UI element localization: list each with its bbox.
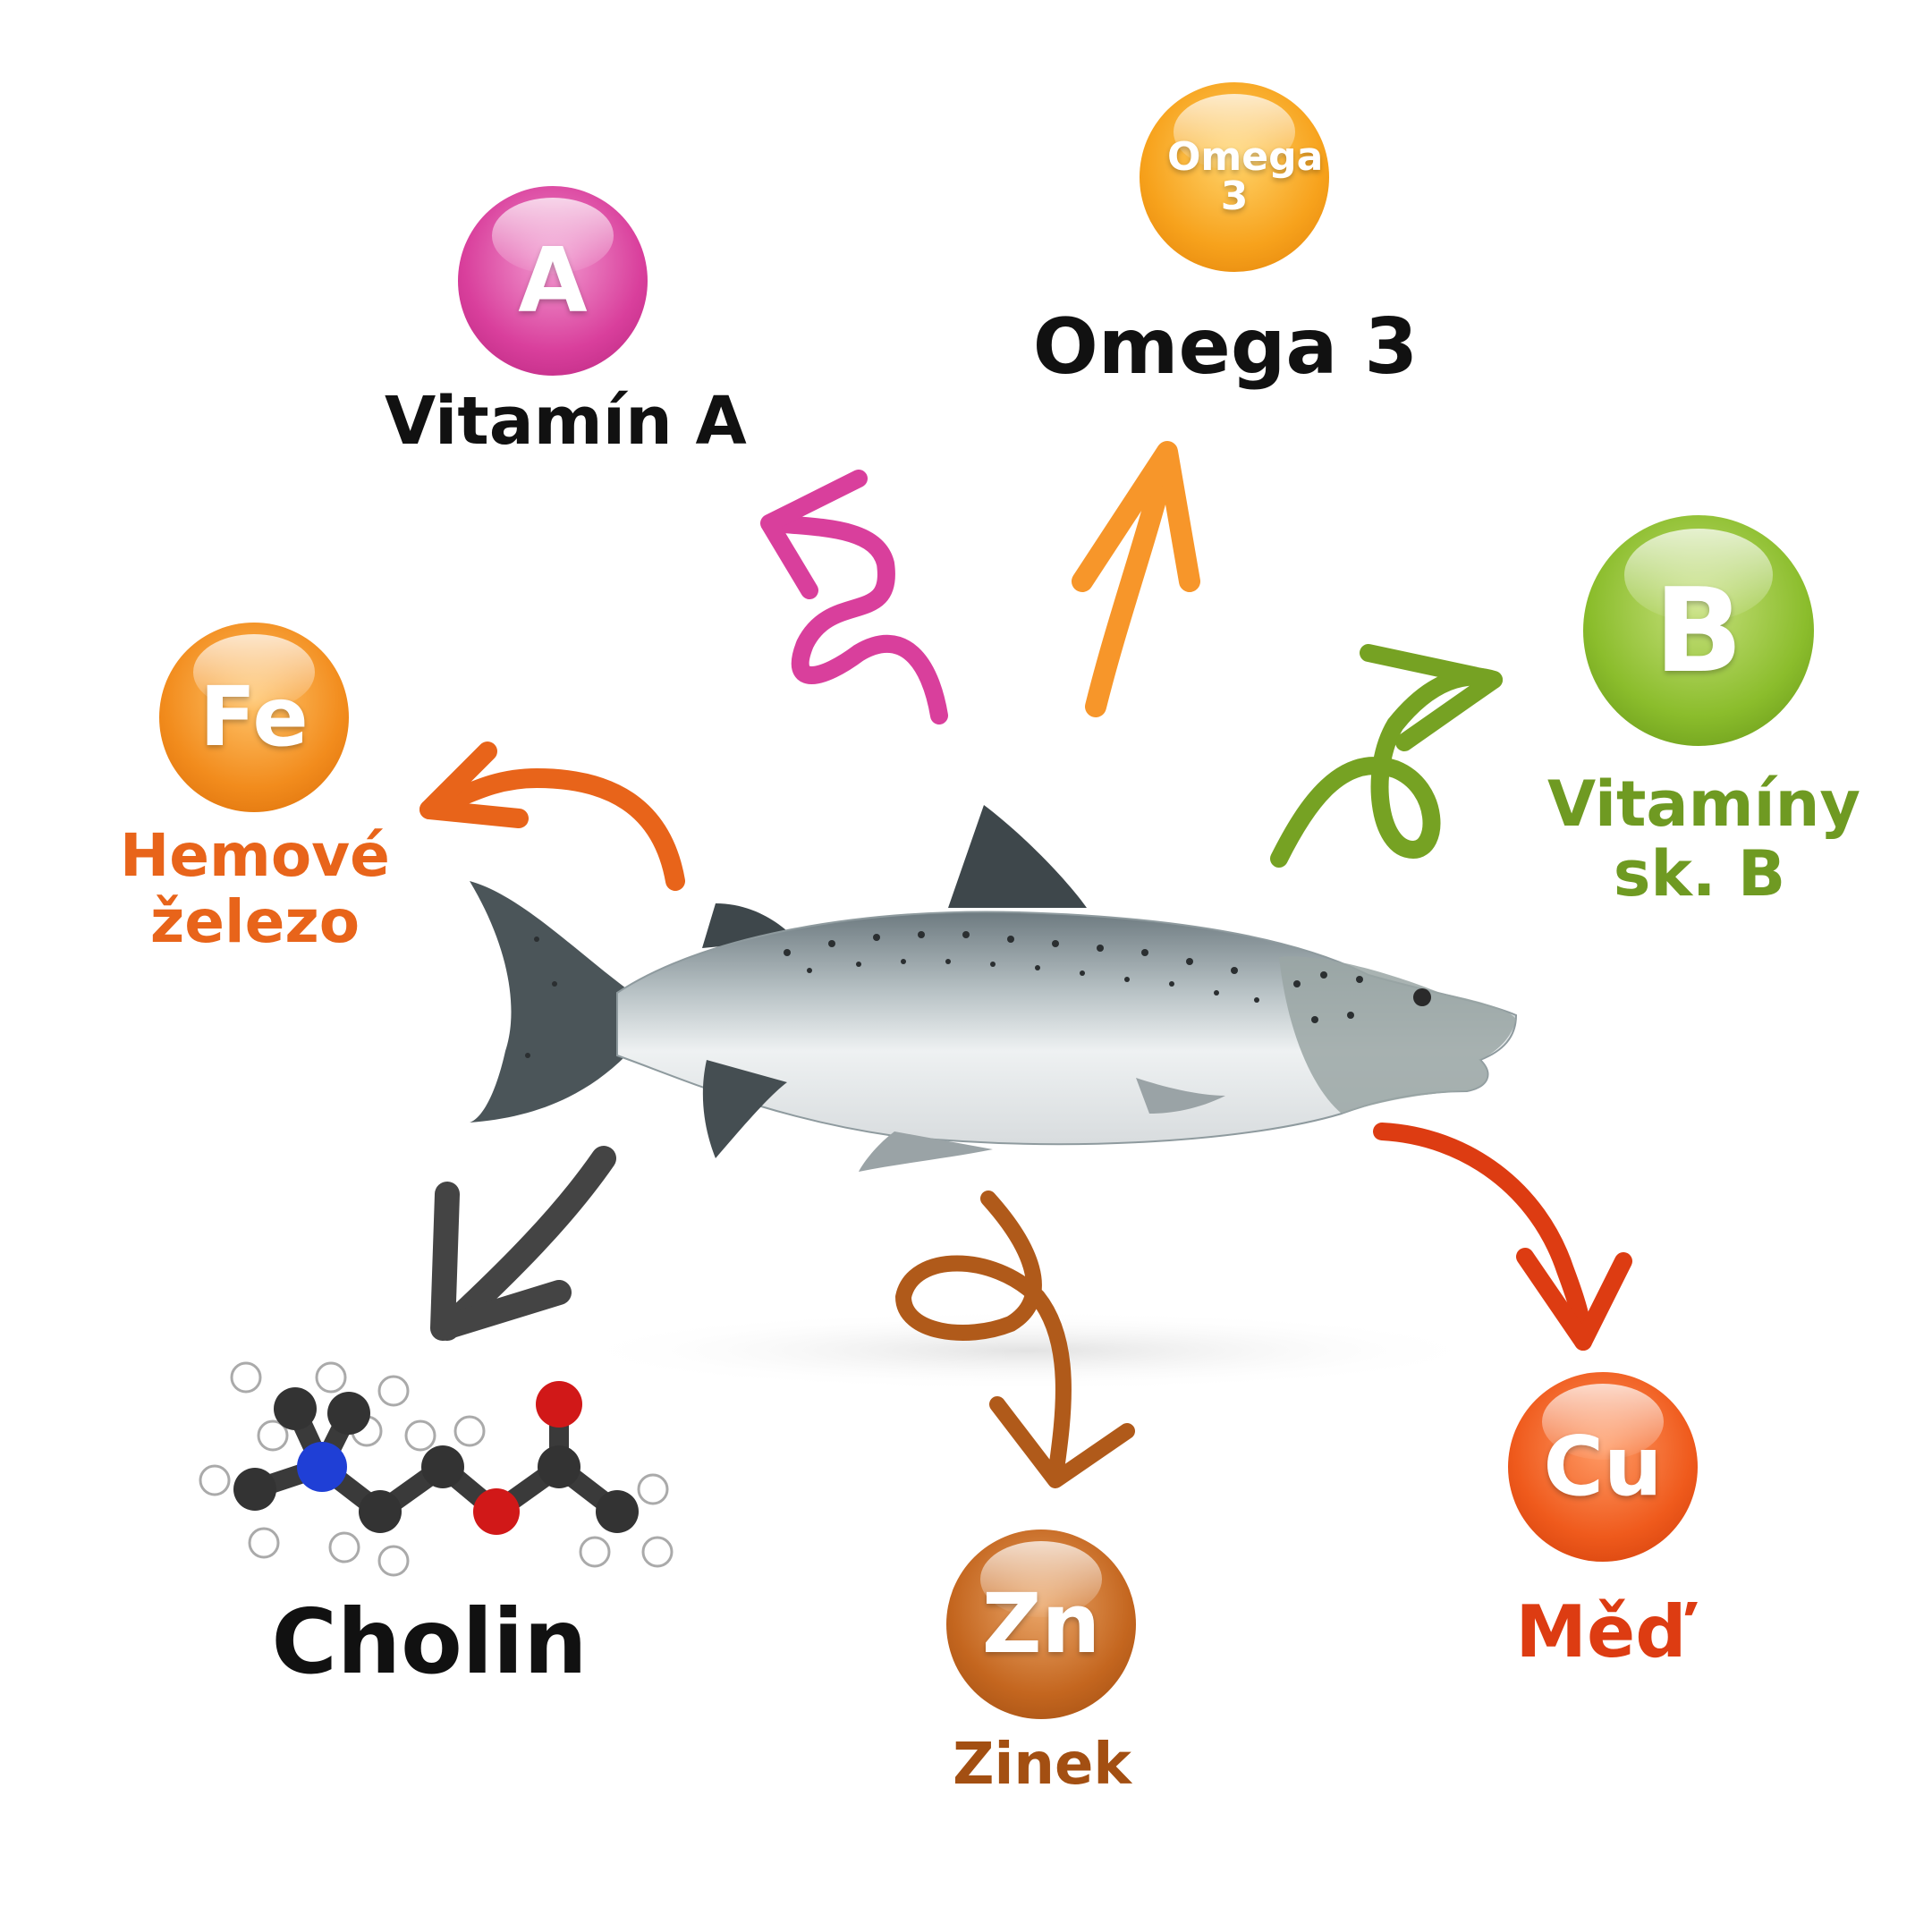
copper-ball: Cu xyxy=(1508,1372,1698,1562)
vitamin-b-ball: B xyxy=(1583,515,1814,746)
arrow-vitamin-a xyxy=(760,470,948,724)
iron-ball: Fe xyxy=(159,623,349,812)
zinc-symbol: Zn xyxy=(981,1576,1101,1672)
arrow-zinc xyxy=(895,1191,1135,1488)
choline-molecule-icon xyxy=(199,1361,674,1577)
salmon-fish-icon xyxy=(470,805,1518,1172)
choline-label: Cholin xyxy=(271,1589,588,1694)
omega-3-label: Omega 3 xyxy=(1032,302,1419,392)
iron-symbol: Fe xyxy=(199,669,309,765)
copper-symbol: Cu xyxy=(1543,1419,1663,1514)
iron-label: Hemové železo xyxy=(120,821,390,956)
fish-shadow xyxy=(564,1310,1494,1391)
omega-3-ball: Omega 3 xyxy=(1140,82,1329,272)
zinc-ball: Zn xyxy=(946,1530,1136,1719)
arrow-choline xyxy=(430,1146,616,1341)
copper-label: Měď xyxy=(1515,1590,1687,1674)
vitamin-a-symbol: A xyxy=(518,228,588,333)
vitamin-b-label: Vitamíny sk. B xyxy=(1547,767,1861,911)
arrow-iron xyxy=(419,741,685,891)
vitamin-b-symbol: B xyxy=(1654,563,1743,699)
zinc-label: Zinek xyxy=(953,1732,1131,1798)
arrow-omega-3 xyxy=(1072,441,1200,717)
arrow-vitamin-b xyxy=(1270,644,1503,868)
omega-3-symbol: Omega 3 xyxy=(1167,134,1324,219)
vitamin-a-label: Vitamín A xyxy=(385,383,747,460)
arrow-copper xyxy=(1373,1123,1632,1351)
vitamin-a-ball: A xyxy=(458,186,648,376)
